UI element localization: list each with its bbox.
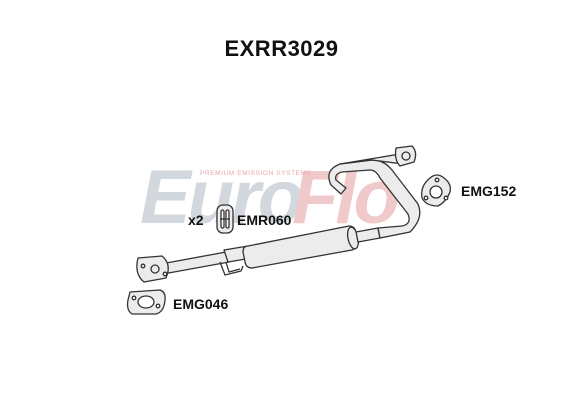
part-number-title: EXRR3029 — [224, 36, 339, 61]
watermark-tagline: PREMIUM EMISSION SYSTEMS — [200, 170, 312, 177]
rubber-mount-code: EMR060 — [237, 212, 292, 228]
two-bolt-gasket-icon — [126, 289, 166, 315]
rear-gasket-code: EMG152 — [461, 183, 517, 199]
rubber-hanger-icon — [216, 204, 234, 234]
rubber-mount-quantity: x2 — [188, 212, 204, 228]
exhaust-pipe-with-silencer-icon — [136, 145, 421, 283]
front-gasket-code: EMG046 — [173, 296, 229, 312]
three-bolt-gasket-icon — [421, 174, 452, 207]
